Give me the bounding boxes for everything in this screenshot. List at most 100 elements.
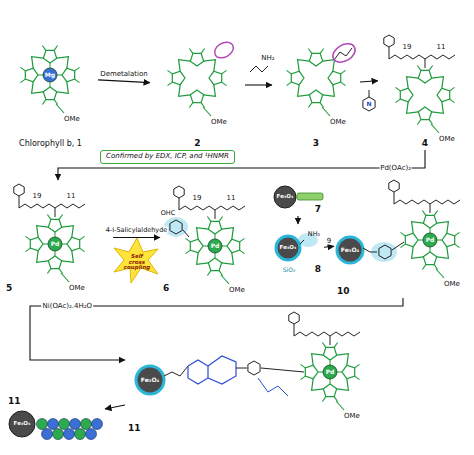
reagent-label: Pd(OAc)₂ — [379, 165, 412, 172]
reaction-star — [114, 238, 158, 283]
bond-path — [425, 55, 455, 59]
bond-line — [240, 238, 245, 242]
bond-path — [437, 247, 449, 259]
chain-band — [297, 193, 323, 200]
bond-path — [342, 365, 355, 378]
bond-path — [208, 221, 221, 234]
bond-line — [336, 401, 344, 410]
reagent-label: Ni(OAc)₂.4H₂O — [41, 303, 93, 310]
compound-label: 7 — [315, 205, 321, 215]
reaction-arrow — [113, 237, 160, 238]
bond-line — [431, 124, 439, 133]
bond-line — [54, 100, 58, 105]
bond-path — [197, 253, 209, 265]
structure-label: OMe — [439, 136, 455, 143]
bond-path — [170, 220, 182, 234]
metal-ball — [37, 419, 48, 430]
bond-line — [400, 232, 405, 236]
bond-path — [298, 60, 310, 72]
bond-path — [32, 57, 44, 69]
magnetic-core-sphere — [274, 186, 296, 208]
reagent-label: Demetalation — [99, 71, 149, 78]
bond-line — [189, 103, 193, 108]
metal-ball — [92, 419, 103, 430]
bond-line — [80, 248, 85, 252]
bond-line — [236, 368, 247, 369]
structure-label: 11 — [67, 193, 76, 200]
bond-line — [20, 79, 25, 83]
bond-line — [322, 397, 326, 402]
reaction-arrow — [245, 84, 272, 85]
bond-line — [59, 269, 63, 274]
bond-path — [215, 206, 245, 210]
bond-line — [207, 271, 211, 276]
bond-line — [308, 103, 312, 108]
bond-path — [209, 71, 222, 84]
bond-line — [222, 70, 227, 74]
bond-path — [190, 90, 203, 103]
bond-path — [179, 206, 215, 210]
highlight-ellipse — [212, 39, 236, 61]
bond-line — [355, 376, 360, 380]
bond-line — [59, 214, 63, 219]
reaction-arrow — [105, 405, 125, 409]
bond-path — [337, 379, 349, 391]
structure-label: Fe₃O₄ — [280, 245, 297, 251]
bond-path — [407, 77, 419, 89]
structure-label: OMe — [229, 287, 245, 294]
structure-label: 11 — [437, 44, 446, 51]
compound-number: 11 — [125, 315, 425, 435]
bond-path — [30, 237, 43, 250]
structure-label: Mg — [45, 72, 55, 78]
bond-path — [188, 360, 208, 384]
metal-ball — [81, 419, 92, 430]
metal-center — [43, 68, 57, 82]
bond-line — [25, 248, 30, 252]
bond-line — [320, 103, 324, 108]
metal-ball — [86, 429, 97, 440]
bond-line — [455, 232, 460, 236]
structure-label: SiO₂ — [283, 267, 296, 273]
metal-ball — [48, 419, 59, 430]
bond-path — [323, 384, 336, 397]
bond-line — [215, 210, 216, 219]
bond-path — [190, 239, 203, 252]
compound-label: 5 — [6, 284, 12, 294]
bond-path — [291, 71, 304, 84]
bond-line — [355, 364, 360, 368]
metal-center — [423, 233, 437, 247]
bond-line — [201, 48, 205, 53]
bond-path — [172, 71, 185, 84]
bond-path — [179, 60, 191, 72]
bond-line — [189, 48, 193, 53]
bond-path — [32, 82, 44, 94]
bond-path — [379, 245, 391, 259]
bond-line — [434, 210, 438, 215]
bond-line — [395, 87, 400, 91]
bond-path — [294, 332, 330, 336]
structure-label: NH₂ — [261, 55, 274, 62]
bond-path — [418, 70, 431, 83]
bond-path — [190, 53, 203, 66]
bond-path — [432, 77, 444, 89]
reagent-label: 4-I-Salicylaldehyde — [105, 226, 169, 233]
bond-line — [47, 269, 51, 274]
bond-line — [450, 99, 455, 103]
bond-path — [197, 228, 209, 240]
compound-label: 8 — [315, 265, 321, 275]
bond-line — [322, 342, 326, 347]
bond-line — [300, 240, 304, 244]
bond-path — [407, 102, 419, 114]
bond-path — [37, 251, 49, 263]
structure-label: OMe — [444, 281, 460, 288]
compound-label: 2 — [194, 139, 200, 149]
bond-path — [298, 85, 310, 97]
structure-label: Self cross coupling — [122, 254, 152, 271]
structure-label: Pd — [211, 243, 220, 249]
bond-line — [369, 90, 370, 97]
structure-label: 19 — [33, 193, 42, 200]
bond-line — [320, 48, 324, 53]
bond-line — [455, 244, 460, 248]
bond-path — [309, 90, 322, 103]
